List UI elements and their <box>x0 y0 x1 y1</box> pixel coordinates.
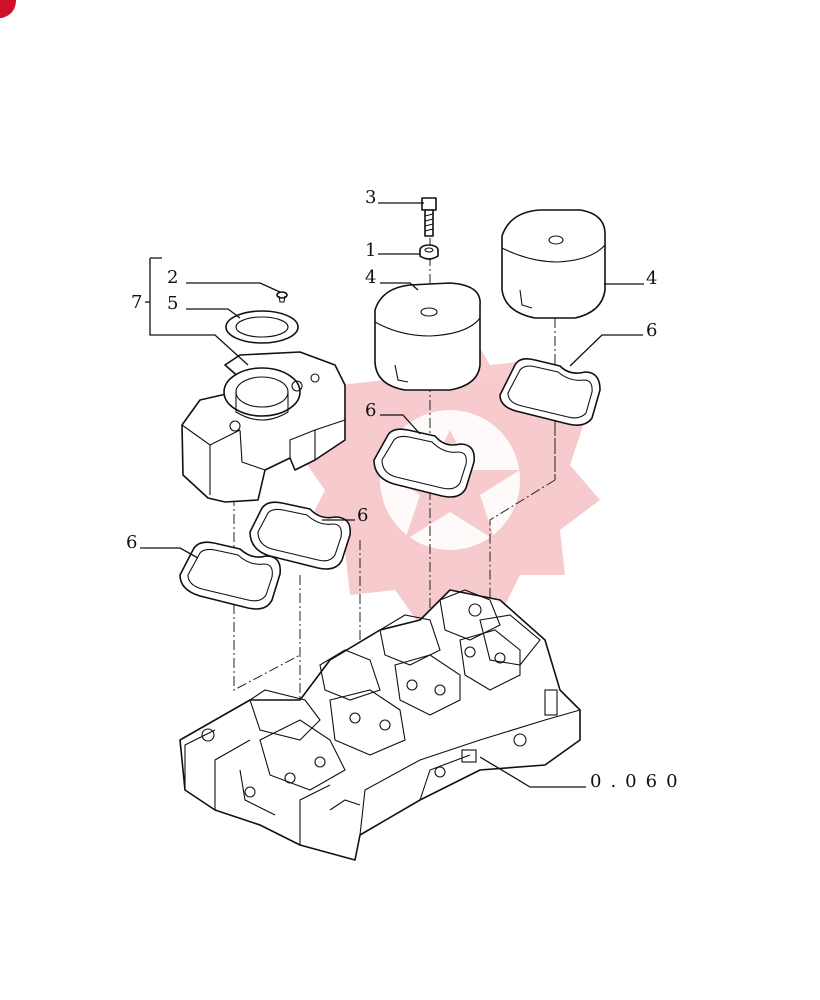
seal-ring <box>225 310 299 344</box>
label-item-6-middle: 6 <box>365 400 376 421</box>
valve-cover-filler <box>181 351 346 503</box>
callout-labels: 3 1 2 7 5 4 4 6 6 6 6 0.060 <box>126 187 687 792</box>
plug-screw <box>276 291 288 303</box>
label-item-5: 5 <box>167 293 178 314</box>
label-item-1: 1 <box>365 240 376 261</box>
gasket-right <box>499 358 601 426</box>
cylinder-head <box>179 589 581 861</box>
label-item-7: 7 <box>131 292 142 313</box>
valve-cover-right <box>501 209 606 319</box>
washer <box>419 244 439 260</box>
label-item-6-right: 6 <box>646 320 657 341</box>
leader-lines <box>140 202 644 788</box>
gasket-center-left <box>249 501 352 570</box>
label-item-3: 3 <box>365 187 376 208</box>
label-reference-section: 0.060 <box>590 771 687 792</box>
gasket-left <box>179 541 282 610</box>
label-item-4-middle: 4 <box>365 267 376 288</box>
bolt <box>421 197 437 237</box>
valve-cover-middle <box>374 282 481 391</box>
label-item-2: 2 <box>167 267 178 288</box>
label-item-6-center: 6 <box>357 505 368 526</box>
label-item-4-right: 4 <box>646 268 657 289</box>
gasket-middle <box>373 428 476 498</box>
corner-badge-icon <box>0 0 16 18</box>
label-item-6-left: 6 <box>126 532 137 553</box>
